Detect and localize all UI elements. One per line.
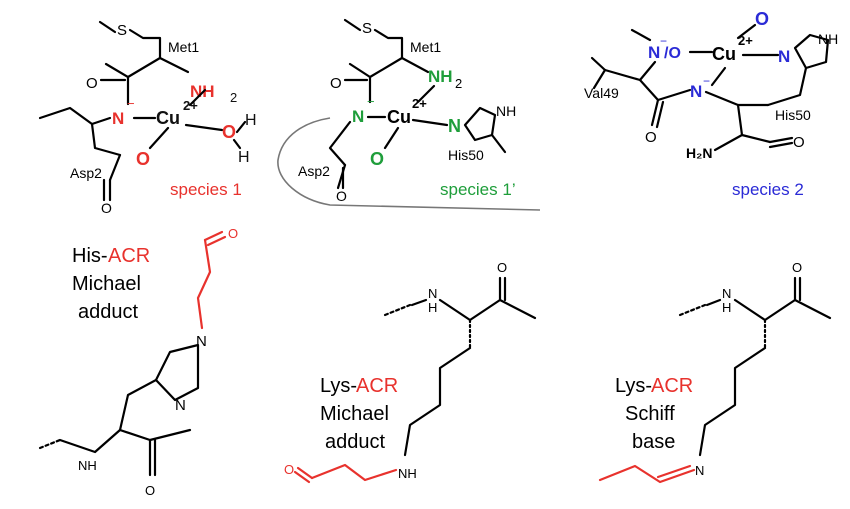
carbonyl-o: O	[86, 75, 98, 92]
base-label: base	[632, 431, 675, 453]
carbonyl-o: O	[330, 75, 342, 92]
imidazole-n2: N	[175, 397, 186, 414]
val49-label: Val49	[584, 85, 619, 101]
imidazole-nh: NH	[818, 31, 838, 47]
his-acr-michael-adduct: His- ACR Michael adduct O N N NH O	[38, 226, 238, 498]
cu-charge: 2+	[412, 96, 427, 111]
backbone-h: H	[428, 300, 437, 315]
no-label: /O	[664, 45, 681, 62]
schiff-label: Schiff	[625, 403, 675, 425]
amide-n: N	[352, 107, 364, 126]
lys-prefix: Lys-	[615, 375, 652, 397]
aldehyde-o: O	[284, 462, 294, 477]
water-o: O	[222, 122, 236, 142]
carbonyl-o: O	[145, 483, 155, 498]
h2n-label: H₂N	[686, 145, 712, 161]
michael-label: Michael	[320, 403, 389, 425]
n-minus: −	[660, 34, 667, 48]
aldehyde-o: O	[228, 226, 238, 241]
lys-prefix: Lys-	[320, 375, 357, 397]
species-1-prime-structure: S Met1 O NH 2 N − Cu 2+ N NH His50 O O A…	[277, 18, 541, 211]
species-1-prime-caption: species 1’	[440, 180, 516, 199]
asp2-label: Asp2	[70, 165, 102, 181]
acr-label: ACR	[108, 245, 150, 267]
his50-label: His50	[448, 147, 484, 163]
amide-n: N	[690, 82, 702, 101]
water-h2: H	[238, 149, 250, 166]
asp-o-label: O	[101, 200, 112, 216]
carboxylate-o: O	[370, 149, 384, 169]
species-1-caption: species 1	[170, 180, 242, 199]
water-h1: H	[245, 112, 257, 129]
nh2-sub: 2	[230, 90, 237, 105]
nh2-n: NH	[428, 67, 453, 86]
acr-label: ACR	[356, 375, 398, 397]
adduct-label: adduct	[325, 431, 385, 453]
amide-nh: NH	[78, 458, 97, 473]
asp2-label: Asp2	[298, 163, 330, 179]
amine-nh: NH	[398, 466, 417, 481]
amide-n: N	[112, 109, 124, 128]
his-prefix: His-	[72, 245, 108, 267]
adduct-label: adduct	[78, 301, 138, 323]
carbonyl-o: O	[645, 129, 657, 146]
backbone-h: H	[722, 300, 731, 315]
his50-label: His50	[775, 107, 811, 123]
amide-minus: −	[703, 74, 710, 88]
imidazole-n: N	[448, 116, 461, 136]
sulfur-label: S	[362, 20, 372, 37]
carbonyl-o: O	[497, 260, 507, 275]
acr-label: ACR	[651, 375, 693, 397]
carboxylate-o: O	[136, 149, 150, 169]
sulfur-label: S	[117, 22, 127, 39]
amide-minus: −	[367, 94, 375, 109]
michael-label: Michael	[72, 273, 141, 295]
amide-minus: −	[127, 96, 135, 111]
species-1-structure: S Met1 O NH 2 N − Cu 2+ O H H O O Asp2 s…	[38, 20, 257, 216]
imine-n: N	[695, 463, 704, 478]
lys-acr-michael-adduct: N H O Lys- ACR Michael adduct NH O	[284, 260, 537, 484]
cu-label: Cu	[387, 107, 411, 127]
carbonyl-o: O	[792, 260, 802, 275]
imidazole-n: N	[778, 47, 790, 66]
species-2-structure: N − /O Cu 2+ O N NH His50 Val49 O N − H₂…	[584, 9, 838, 199]
protein-outline	[277, 117, 541, 211]
met1-label: Met1	[410, 39, 441, 55]
imidazole-n1: N	[196, 333, 207, 350]
amide-o: O	[793, 134, 805, 151]
asp-o-label: O	[336, 188, 347, 204]
o-label: O	[755, 9, 769, 29]
cu-charge: 2+	[738, 33, 753, 48]
lys-acr-schiff-base: N H O Lys- ACR Schiff base N	[598, 260, 832, 484]
met1-label: Met1	[168, 39, 199, 55]
backbone-n: N	[722, 286, 731, 301]
backbone-n: N	[428, 286, 437, 301]
cu-label: Cu	[156, 108, 180, 128]
n-label: N	[648, 43, 660, 62]
nh2-sub: 2	[455, 76, 462, 91]
cu-label: Cu	[712, 44, 736, 64]
imidazole-nh: NH	[496, 103, 516, 119]
species-2-caption: species 2	[732, 180, 804, 199]
